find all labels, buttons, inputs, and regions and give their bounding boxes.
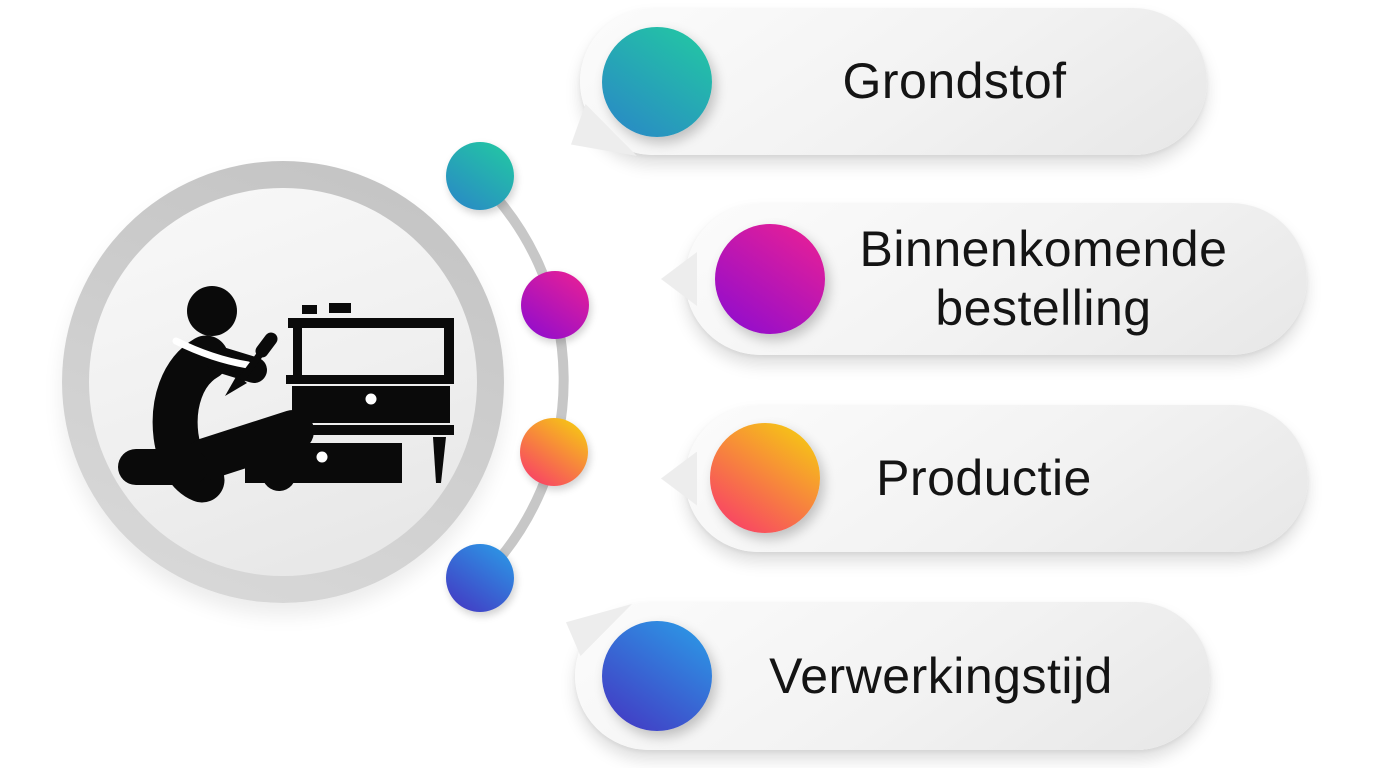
step-badge-icon (602, 621, 712, 731)
hero-circle (62, 161, 504, 603)
arc-node-verwerkingstijd (446, 544, 514, 612)
step-label: Productie (876, 450, 1092, 506)
step-label: Grondstof (842, 53, 1067, 109)
step-label: Verwerkingstijd (769, 647, 1113, 704)
step-bubble-verwerkingstijd: Verwerkingstijd (566, 602, 1210, 750)
step-bubble-grondstof: Grondstof (571, 8, 1207, 156)
arc-node-grondstof (446, 142, 514, 210)
step-badge-icon (715, 224, 825, 334)
step-label: Binnenkomende bestelling (859, 221, 1228, 336)
arc-node-productie (520, 418, 588, 486)
step-bubble-productie: Productie (661, 405, 1308, 552)
step-badge-icon (710, 422, 820, 533)
step-bubble-binnenkomende-bestelling: Binnenkomende bestelling (661, 203, 1307, 355)
bubble-tail (661, 252, 697, 306)
step-badge-icon (602, 27, 712, 137)
bubble-tail (661, 451, 697, 506)
hero-circle-fill (89, 188, 477, 576)
arc-node-binnenkomende-bestelling (521, 271, 589, 339)
